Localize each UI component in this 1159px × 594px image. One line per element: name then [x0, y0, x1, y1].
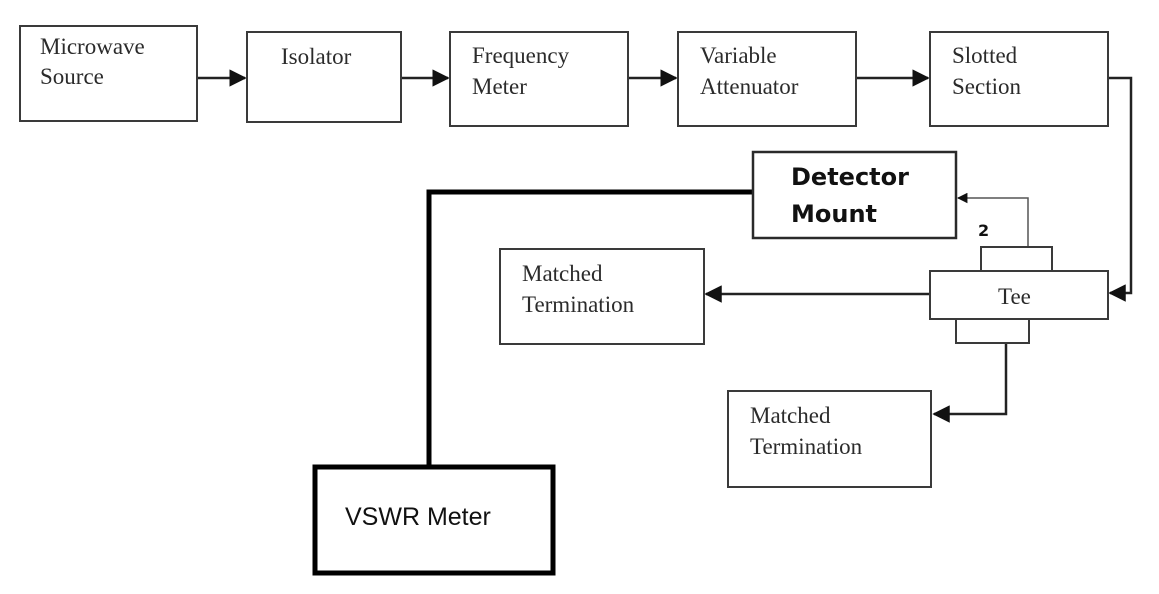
matched-termination-2-label: Matched Termination	[750, 403, 863, 459]
connector-tee-detector-mount	[956, 192, 1029, 247]
variable-attenuator-label: Variable Attenuator	[700, 43, 799, 99]
connector-detector-vswr-meter	[426, 189, 752, 466]
detector-mount-label: Detector Mount	[791, 163, 917, 228]
microwave-source-label: Microwave Source	[40, 34, 151, 89]
isolator-box	[246, 31, 402, 123]
matched-termination-1-box	[499, 248, 705, 345]
vswr-meter-label: VSWR Meter	[345, 503, 491, 531]
slotted-section-label: Slotted Section	[952, 43, 1023, 99]
matched-termination-1-label: Matched Termination	[522, 261, 635, 317]
tee-port-2-label: 2	[978, 221, 989, 240]
variable-attenuator-box	[677, 31, 857, 127]
slotted-section-box	[929, 31, 1109, 127]
tee-label: Tee	[998, 284, 1031, 309]
matched-termination-2-box	[727, 390, 932, 488]
connector-tee-matched-termination-2	[932, 343, 1008, 423]
tee-box	[929, 270, 1109, 320]
tee-lower-stub	[955, 317, 1030, 344]
frequency-meter-box	[449, 31, 629, 127]
frequency-meter-label: Frequency Meter	[472, 43, 575, 99]
vswr-meter-box	[312, 464, 556, 576]
isolator-label: Isolator	[281, 44, 352, 69]
microwave-source-box	[19, 25, 198, 122]
tee-upper-stub	[980, 246, 1053, 272]
connector-slotted-section-tee	[1108, 76, 1133, 302]
detector-mount-box	[751, 150, 958, 240]
